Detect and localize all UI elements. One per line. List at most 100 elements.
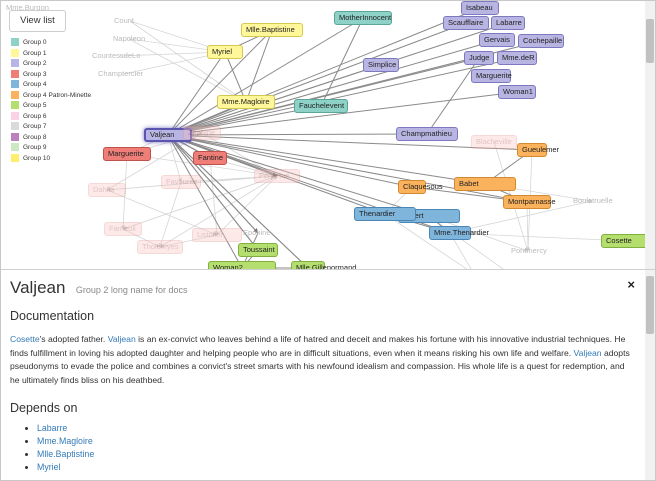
graph-node[interactable]: Pontmercy xyxy=(511,246,547,255)
graph-edge xyxy=(384,213,468,269)
doc-link-valjean-2[interactable]: Valjean xyxy=(573,347,602,358)
legend-item[interactable]: Group 6 xyxy=(11,111,91,123)
graph-node[interactable]: Favourite xyxy=(161,175,201,189)
graph-node[interactable]: Listolier xyxy=(192,228,242,242)
graph-edge xyxy=(167,134,309,269)
graph-edge xyxy=(320,17,364,107)
graph-edge xyxy=(224,51,247,103)
graph-node[interactable]: Napoleon xyxy=(113,34,146,43)
graph-node[interactable]: Fantine xyxy=(193,151,227,165)
graph-node[interactable]: Blacheville xyxy=(471,135,517,149)
legend-item[interactable]: Group 8 xyxy=(11,132,91,144)
graph-node[interactable]: Cosette xyxy=(601,234,655,248)
details-panel: Valjean Group 2 long name for docs × Doc… xyxy=(1,270,645,480)
graph-edge xyxy=(167,133,430,217)
graph-node[interactable]: CountessdeLo xyxy=(92,51,141,60)
graph-node[interactable]: Mme.Magloire xyxy=(217,95,275,109)
graph-node[interactable]: Myriel xyxy=(207,45,243,59)
graph-node[interactable]: Claquesous xyxy=(398,180,443,194)
graph-node[interactable]: Perpetue xyxy=(254,169,300,183)
close-icon[interactable]: × xyxy=(627,277,635,292)
graph-node[interactable]: Mme.Thenardier xyxy=(429,226,489,240)
legend-item[interactable]: Group 3 xyxy=(11,69,91,81)
graph-node[interactable]: MotherInnocent xyxy=(334,11,392,25)
legend-item[interactable]: Group 7 xyxy=(11,122,91,133)
graph-node[interactable]: Count xyxy=(114,16,135,25)
panel-divider[interactable] xyxy=(1,269,655,270)
graph-node[interactable]: Thenardier xyxy=(354,207,416,221)
legend-item[interactable]: Group 2 xyxy=(11,59,91,70)
legend-label: Group 5 xyxy=(23,102,47,109)
depends-on-list: Labarre Mme.Magloire Mlle.Baptistine Myr… xyxy=(37,422,94,474)
graph-node[interactable]: Montparnasse xyxy=(503,195,556,209)
graph-edge xyxy=(167,22,467,136)
graph-node[interactable]: Isabeau xyxy=(461,1,499,15)
graph-node[interactable]: Champmathieu xyxy=(396,127,458,141)
graph-edge xyxy=(167,134,259,251)
graph-edge xyxy=(129,20,247,103)
graph-edge xyxy=(167,7,481,136)
dependency-link[interactable]: Mme.Magloire xyxy=(37,436,93,446)
panel-scrollbar-thumb[interactable] xyxy=(646,276,654,334)
doc-link-cosette[interactable]: Cosette xyxy=(10,334,40,344)
graph-node[interactable]: Marguerite xyxy=(103,147,151,161)
graph-node[interactable]: Woman1 xyxy=(498,85,536,99)
list-item: Labarre xyxy=(37,422,94,435)
graph-edge xyxy=(167,51,226,136)
graph-node[interactable]: Valjean xyxy=(144,128,192,142)
graph-node[interactable]: Scaufflaire xyxy=(443,16,489,30)
legend-item[interactable]: Group 1 xyxy=(11,48,91,60)
graph-node[interactable]: Cochepaille xyxy=(518,34,564,48)
doc-text-2: is an ex-convict who leaves behind a lif… xyxy=(10,334,626,358)
graph-node[interactable]: Mlle.Baptistine xyxy=(241,23,303,37)
dependency-link[interactable]: Labarre xyxy=(37,423,68,433)
dependency-link[interactable]: Myriel xyxy=(37,462,61,472)
graph-scrollbar-thumb[interactable] xyxy=(646,19,654,63)
graph-node[interactable]: Woman2 xyxy=(208,261,276,269)
graph-node[interactable]: Boulatruelle xyxy=(573,196,613,205)
graph-node[interactable]: Judge xyxy=(464,51,494,65)
legend-item[interactable]: Group 9 xyxy=(11,143,91,154)
graph-scrollbar[interactable] xyxy=(645,1,655,269)
graph-node[interactable]: Champtercier xyxy=(98,69,144,78)
graph-node[interactable]: Marguerite xyxy=(471,69,512,83)
legend-label: Group 0 xyxy=(23,39,47,46)
graph-edge xyxy=(159,175,278,248)
dependency-link[interactable]: Mlle.Baptistine xyxy=(37,449,95,459)
graph-node[interactable]: Eponine xyxy=(243,228,271,237)
graph-node[interactable]: Fameuil xyxy=(104,222,142,236)
graph-node[interactable]: Gervais xyxy=(479,33,515,47)
legend-item[interactable]: Group 5 xyxy=(11,101,91,112)
view-list-button[interactable]: View list xyxy=(9,10,66,32)
doc-text-3: adopts pseudonyms to evade the police an… xyxy=(10,347,630,385)
documentation-heading: Documentation xyxy=(10,309,95,323)
graph-node[interactable]: Mme.Burgon xyxy=(6,3,49,12)
panel-scrollbar[interactable] xyxy=(645,270,655,480)
legend-item[interactable]: Group 0 xyxy=(11,38,91,49)
legend-item[interactable]: Group 4 xyxy=(11,80,91,91)
list-item: Mlle.Baptistine xyxy=(37,448,94,461)
legend-swatch xyxy=(11,101,19,109)
graph-node[interactable]: Zephine xyxy=(183,126,221,140)
legend-swatch xyxy=(11,143,19,151)
graph-edge xyxy=(426,57,480,135)
graph-node[interactable]: Dahlia xyxy=(88,183,126,197)
graph-node[interactable]: Babet xyxy=(454,177,516,191)
legend-label: Group 7 xyxy=(23,123,47,130)
graph-node[interactable]: Toussaint xyxy=(238,243,278,257)
graph-node[interactable]: Mlle.Gillenormand xyxy=(291,261,356,269)
graph-node[interactable]: Mme.deR xyxy=(497,51,537,65)
legend-extra-label: Patron-Minette xyxy=(48,91,92,99)
legend-item[interactable]: Group 10 xyxy=(11,153,91,165)
graph-node[interactable]: Tholomyes xyxy=(137,240,183,254)
graph-node[interactable]: Simplice xyxy=(363,58,399,72)
graph-edge xyxy=(122,228,161,248)
graph-node[interactable]: Gueulemer xyxy=(517,143,559,157)
graph-node[interactable]: Fauchelevent xyxy=(294,99,348,113)
graph-node[interactable]: Labarre xyxy=(491,16,525,30)
doc-link-valjean[interactable]: Valjean xyxy=(107,334,136,344)
panel-subtitle: Group 2 long name for docs xyxy=(75,285,188,295)
